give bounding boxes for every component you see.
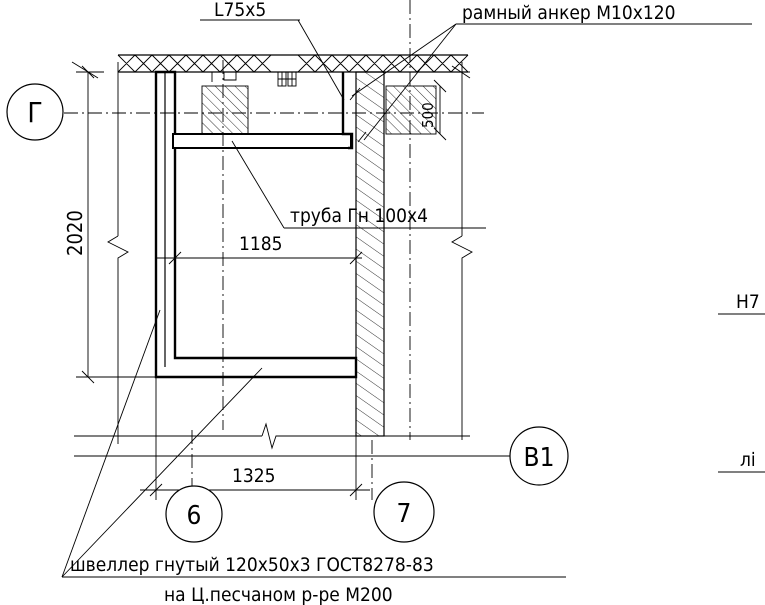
dim-2020: 2020 [63, 61, 156, 384]
dim-1185: 1185 [156, 233, 363, 270]
axis-v1-bubble: В1 [509, 426, 569, 486]
pipe [172, 133, 352, 149]
label-channel: швеллер гнутый 120х50х3 ГОСТ8278-83 на Ц… [61, 309, 566, 605]
axis-v1-label: В1 [524, 443, 555, 473]
channel-label-1: швеллер гнутый 120х50х3 ГОСТ8278-83 [70, 554, 434, 576]
label-anchor: рамный анкер М10х120 [351, 2, 752, 141]
dim-500-label: 500 [419, 102, 437, 128]
axis-7-bubble: 7 [373, 481, 435, 543]
dim-2020-label: 2020 [63, 210, 87, 256]
dim-1325-label: 1325 [232, 465, 276, 487]
block-right [385, 85, 437, 135]
dim-500: 500 [419, 79, 447, 141]
label-pipe: труба Гн 100х4 [231, 140, 486, 229]
right-label-li: лі [740, 449, 756, 471]
dim-1325: 1325 [140, 377, 370, 500]
axis-7-label: 7 [397, 499, 412, 529]
block-left [201, 85, 249, 135]
anchor-label: рамный анкер М10х120 [462, 2, 675, 24]
label-angle: L75x5 [200, 0, 345, 101]
axis-g-label: Г [27, 96, 42, 129]
axis-6-bubble: 6 [165, 485, 223, 543]
dim-1185-label: 1185 [239, 233, 283, 255]
pipe-label: труба Гн 100х4 [290, 205, 428, 227]
axis-g-bubble: Г [6, 83, 64, 141]
angle-profile [341, 72, 354, 150]
axis-6-label: 6 [187, 501, 202, 531]
top-slab [117, 54, 469, 87]
right-label-h7: Н7 [736, 291, 760, 313]
angle-label: L75x5 [214, 0, 266, 21]
channel-label-2: на Ц.песчаном р-ре М200 [164, 584, 393, 605]
